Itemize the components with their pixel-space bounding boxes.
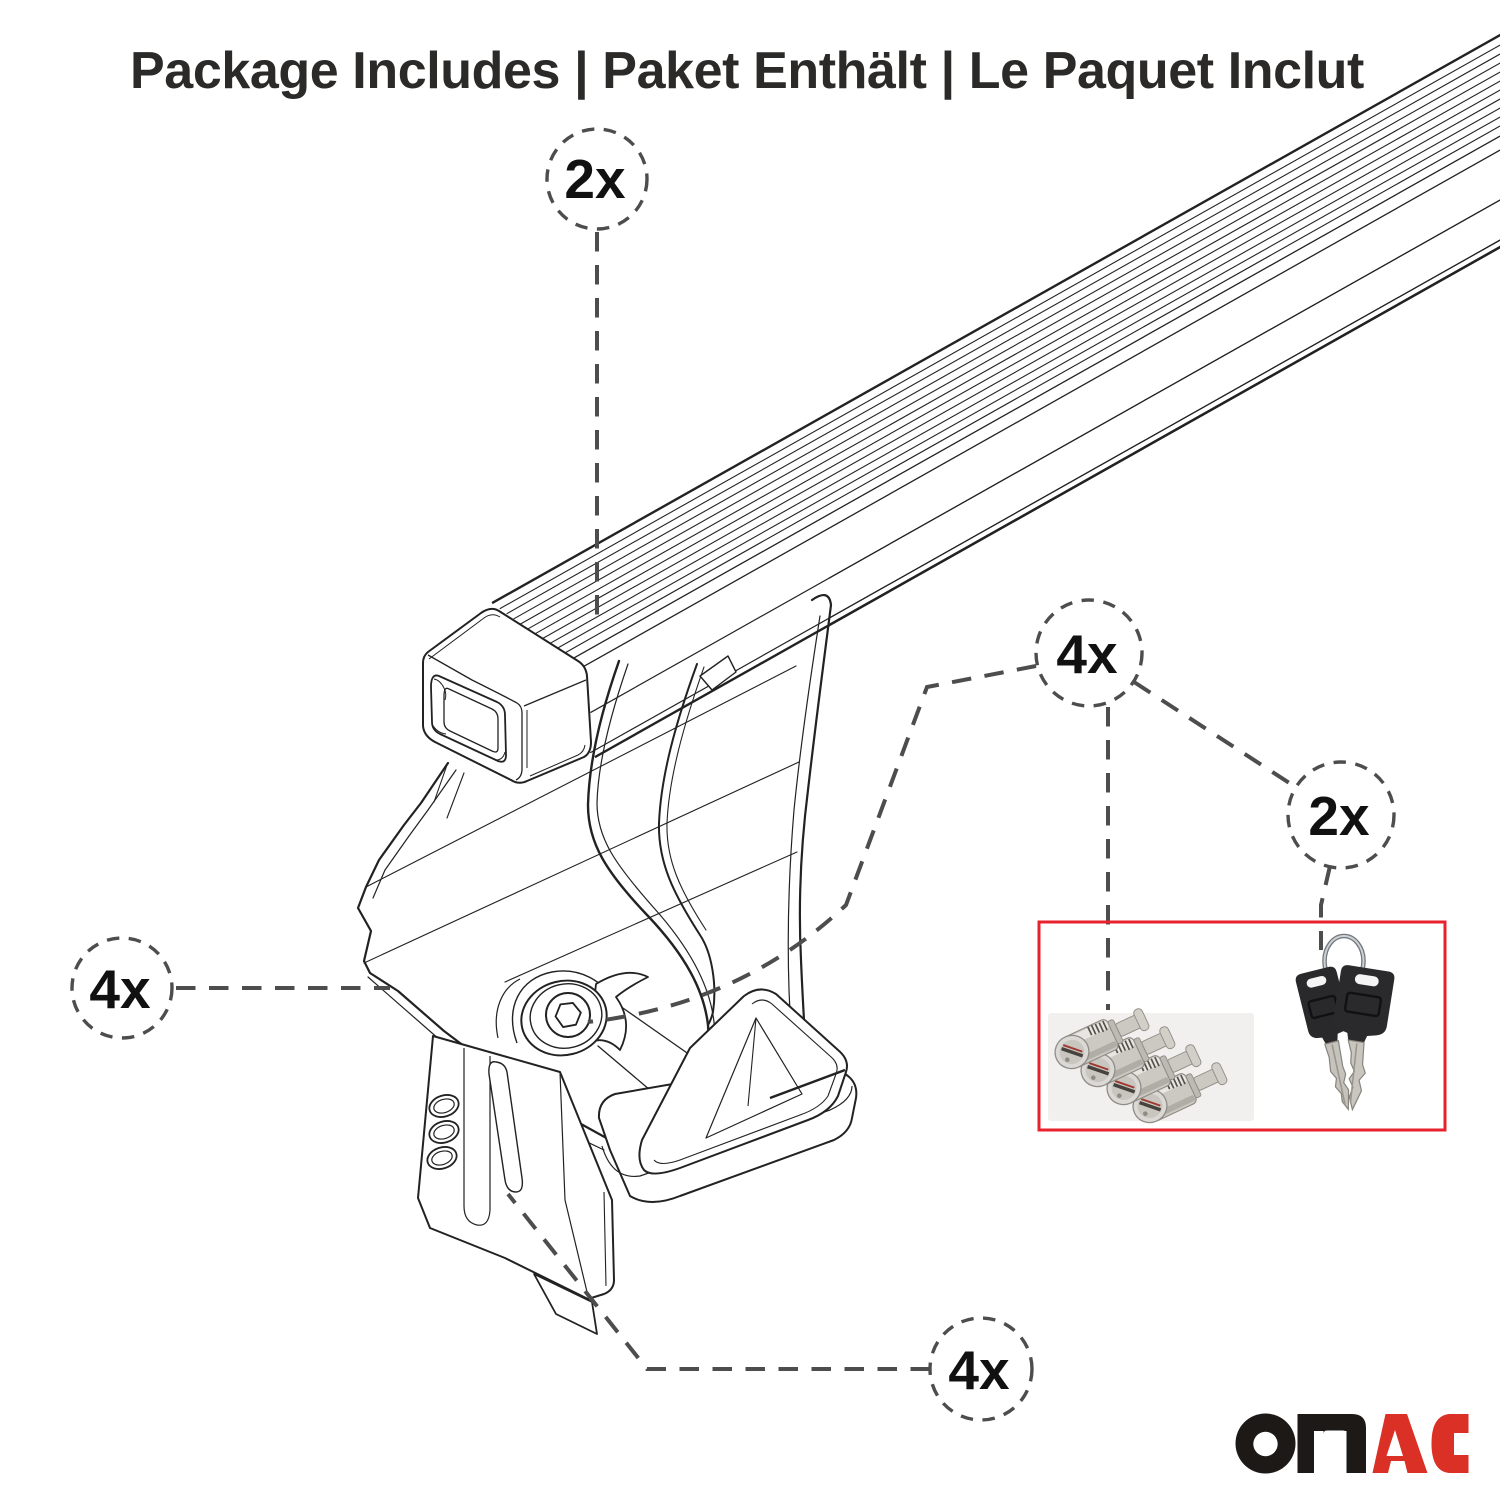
svg-text:2x: 2x: [1308, 785, 1370, 847]
svg-text:4x: 4x: [948, 1339, 1010, 1401]
svg-text:4x: 4x: [1056, 623, 1118, 685]
svg-text:2x: 2x: [564, 148, 626, 210]
svg-text:Package Includes | Paket Enthä: Package Includes | Paket Enthält | Le Pa…: [130, 42, 1364, 100]
svg-text:4x: 4x: [89, 958, 151, 1020]
